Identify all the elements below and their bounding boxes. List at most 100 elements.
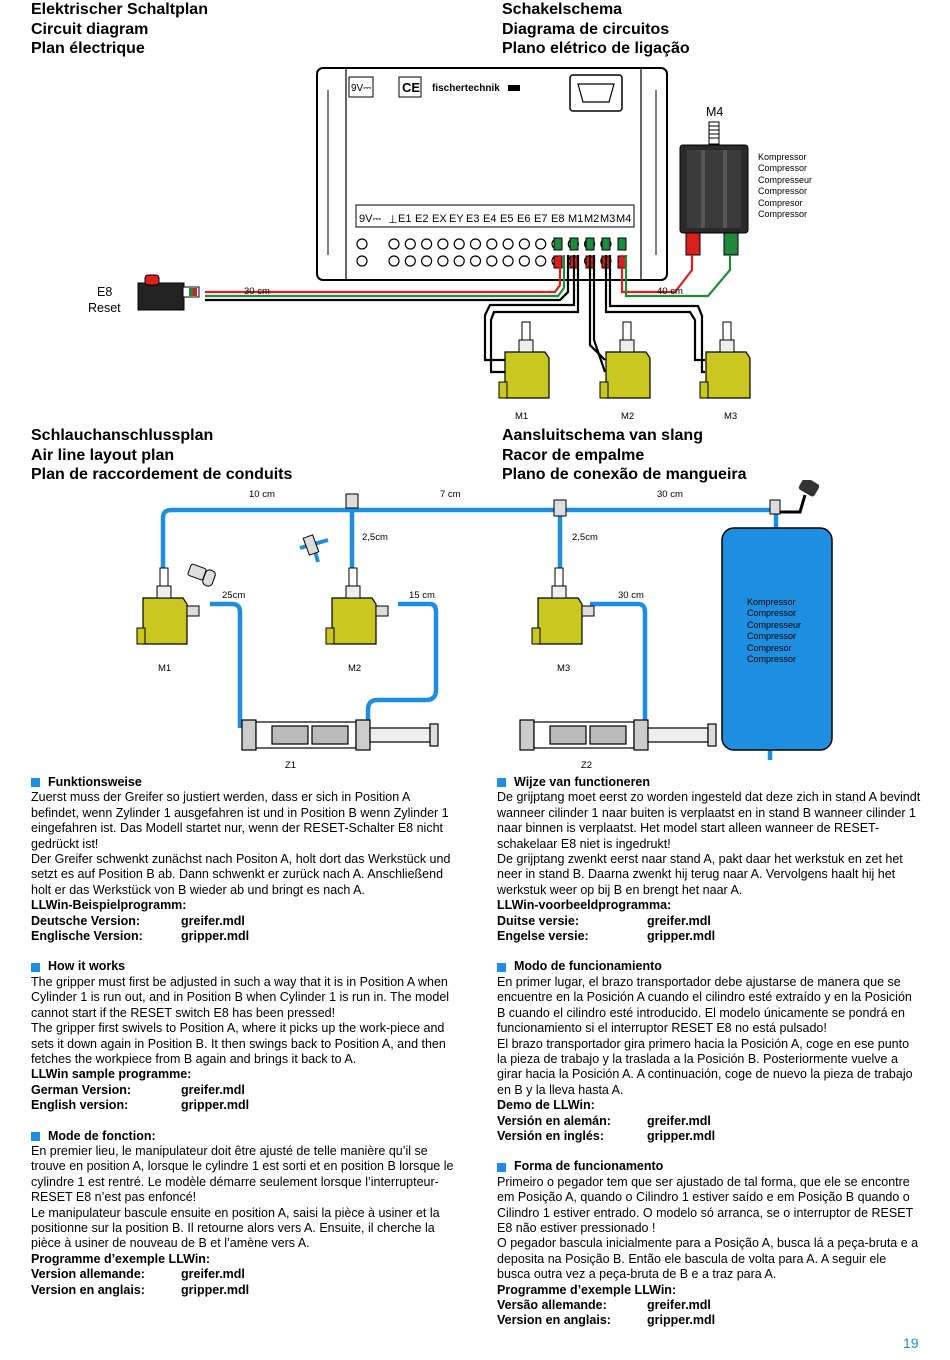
circuit-valve-m2 xyxy=(599,321,651,399)
cable-40-label: 40 cm xyxy=(657,286,683,297)
output-plug-green xyxy=(601,237,611,251)
compressor-name: Compressor xyxy=(747,608,797,619)
socket-hole xyxy=(469,238,482,250)
program-file: gripper.mdl xyxy=(181,929,250,944)
valve-label-m2: M2 xyxy=(348,663,362,674)
valve-label-m1: M1 xyxy=(158,663,172,674)
program-version: Versión en alemán: xyxy=(497,1113,611,1128)
airline-valve-m3 xyxy=(531,567,595,645)
program-version: Englische Version: xyxy=(31,929,143,944)
terminal-label: E3 xyxy=(466,213,480,225)
program-version: English version: xyxy=(31,1098,129,1113)
program-file: gripper.mdl xyxy=(647,929,716,944)
program-file: greifer.mdl xyxy=(647,1298,711,1312)
bullet-square-icon xyxy=(31,1131,40,1141)
section-paragraph: Der Greifer schwenkt zunächst nach Posit… xyxy=(31,852,451,897)
heading-line: Aansluitschema van slang xyxy=(502,427,703,444)
compressor-green-plug xyxy=(723,232,739,256)
cylinder-z2 xyxy=(519,719,717,751)
compressor-name: Compresor xyxy=(747,642,792,653)
program-row: English version: gripper.mdl xyxy=(31,1098,461,1113)
program-title: LLWin-voorbeeldprogramma: xyxy=(497,898,672,913)
section-paragraph: O pegador bascula inicialmente para a Po… xyxy=(497,1236,919,1282)
reset-switch xyxy=(137,274,200,311)
output-plug-green xyxy=(553,237,563,251)
valve-label-m3: M3 xyxy=(557,663,571,674)
program-file: gripper.mdl xyxy=(647,1128,716,1143)
terminal-strip xyxy=(355,204,635,228)
socket-hole xyxy=(486,238,498,250)
program-file: gripper.mdl xyxy=(181,1098,250,1113)
output-plug-green xyxy=(617,237,627,251)
compressor-name: Compresseur xyxy=(747,619,802,630)
program-version: Engelse versie: xyxy=(497,929,589,944)
program-file: gripper.mdl xyxy=(181,1282,250,1297)
tube-m1-z1 xyxy=(210,601,243,728)
section-title-text: Wijze van functioneren xyxy=(514,775,651,789)
program-row: Engelse versie: gripper.mdl xyxy=(497,929,922,944)
terminal-voltage: 9V⎓ xyxy=(359,213,382,225)
tube-m2-z1 xyxy=(365,601,439,725)
power-socket xyxy=(348,76,374,98)
program-file: greifer.mdl xyxy=(647,1113,711,1128)
circuit-valves xyxy=(498,321,751,399)
circuit-valve-label-m1: M1 xyxy=(515,411,529,422)
program-file: gripper.mdl xyxy=(647,1313,716,1328)
heading-electrical-left: Elektrischer Schaltplan Circuit diagram … xyxy=(31,0,208,59)
program-row: Englische Version: gripper.mdl xyxy=(31,929,461,944)
section-gap xyxy=(497,944,922,959)
section-paragraph: De grijptang moet eerst zo worden ingest… xyxy=(497,790,921,851)
compressor-name: Compressor xyxy=(747,631,797,642)
len-30-mid: 30 cm xyxy=(618,590,644,601)
socket-hole xyxy=(421,255,433,267)
program-title: Demo de LLWin: xyxy=(497,1098,595,1113)
socket-hole xyxy=(535,238,547,250)
socket-hole xyxy=(486,255,498,267)
socket-hole xyxy=(388,238,400,250)
section-title-text: Funktionsweise xyxy=(48,775,142,789)
compressor-name: Kompressor xyxy=(758,152,807,162)
program-file: greifer.mdl xyxy=(647,913,711,928)
bullet-square-icon xyxy=(497,1162,506,1172)
section-title-text: How it works xyxy=(48,959,126,974)
heading-line: Diagrama de circuitos xyxy=(502,20,670,38)
program-version: Deutsche Version: xyxy=(31,913,141,928)
section-paragraph: Zuerst muss der Greifer so justiert werd… xyxy=(31,790,449,851)
controller-inner-panel xyxy=(345,67,642,281)
compressor-name: Compressor xyxy=(758,186,808,197)
socket-hole xyxy=(502,238,514,250)
socket-hole xyxy=(453,238,465,250)
section-paragraph: De grijptang zwenkt eerst naar stand A, … xyxy=(497,852,903,897)
terminal-label: E2 xyxy=(415,213,429,225)
ce-mark: CE xyxy=(402,80,420,95)
heading-line: Plano elétrico de ligação xyxy=(502,40,690,57)
terminal-label: EY xyxy=(449,213,464,225)
section-gap xyxy=(31,944,461,959)
section-paragraph: The gripper must first be adjusted in su… xyxy=(31,974,450,1020)
program-row: Version en anglais:gripper.mdl xyxy=(497,1313,922,1328)
circuit-valve-label-m2: M2 xyxy=(621,411,635,422)
terminal-label: E8 xyxy=(551,213,565,225)
output-plug-red xyxy=(553,255,563,269)
compressor-tank xyxy=(721,527,833,751)
terminal-ground: ⊥ xyxy=(388,214,398,226)
terminal-label: M2 xyxy=(584,213,600,225)
wire-valves xyxy=(483,255,705,374)
tube-m3-z2 xyxy=(590,601,648,725)
heading-line: Elektrischer Schaltplan xyxy=(31,1,208,18)
compressor-name: Compresseur xyxy=(758,174,813,185)
program-title: Programme d’exemple LLWin: xyxy=(497,1282,677,1297)
program-version: German Version: xyxy=(31,1082,132,1097)
terminal-label: E4 xyxy=(483,213,497,225)
airline-valve-m1 xyxy=(136,567,200,645)
terminal-label: E1 xyxy=(398,213,412,225)
len-15: 15 cm xyxy=(409,590,435,601)
bullet-square-icon xyxy=(497,962,506,972)
terminal-label: M4 xyxy=(616,213,632,225)
section-paragraph: En primer lugar, el brazo transportador … xyxy=(497,974,912,1036)
heading-line: Schlauchanschlussplan xyxy=(31,427,214,444)
section-title: Funktionsweise xyxy=(31,775,461,790)
section-gap xyxy=(31,1114,461,1129)
compressor-connector xyxy=(769,480,820,515)
